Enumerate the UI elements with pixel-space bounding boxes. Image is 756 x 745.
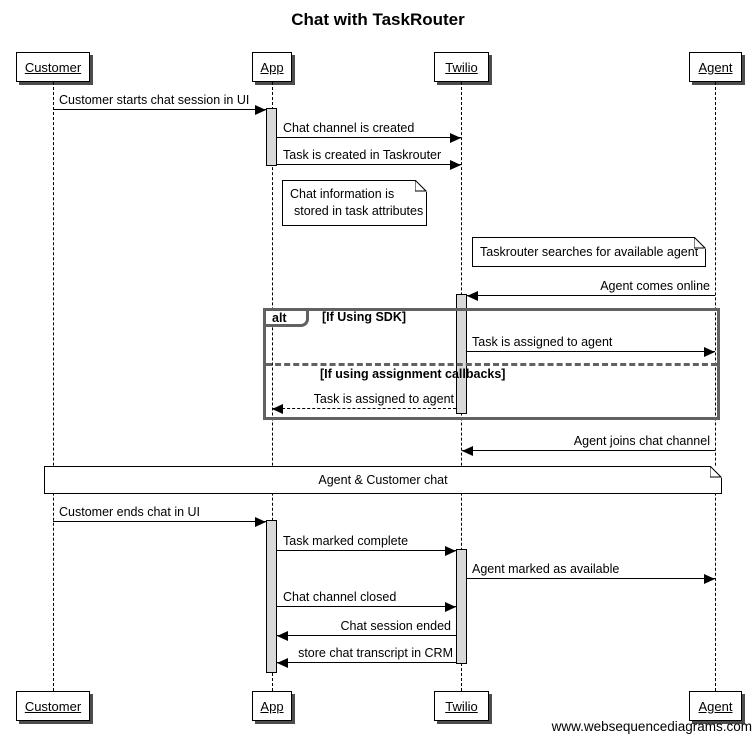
diagram-title: Chat with TaskRouter bbox=[291, 10, 465, 29]
participant-label: Customer bbox=[24, 59, 82, 75]
alt-guard-sdk: [If Using SDK] bbox=[322, 310, 407, 324]
note-fold-icon bbox=[694, 237, 706, 249]
message-9-label: Agent marked as available bbox=[472, 562, 620, 576]
message-2-line bbox=[277, 164, 461, 165]
arrowhead-left-icon bbox=[467, 291, 478, 301]
arrowhead-right-icon bbox=[704, 574, 715, 584]
participant-label: Twilio bbox=[445, 698, 478, 714]
message-4-line bbox=[467, 351, 715, 352]
arrowhead-right-icon bbox=[445, 602, 456, 612]
participant-label: Customer bbox=[24, 698, 82, 714]
note-text: Taskrouter searches for available agent bbox=[480, 245, 699, 259]
message-9-line bbox=[467, 578, 715, 579]
note-fold-icon bbox=[415, 180, 427, 192]
message-11-label: Chat session ended bbox=[340, 619, 452, 633]
arrowhead-left-icon bbox=[277, 631, 288, 641]
alt-frame-divider bbox=[266, 363, 717, 366]
activation-app-2 bbox=[266, 520, 277, 673]
alt-guard-callbacks: [If using assignment callbacks] bbox=[320, 367, 506, 381]
note-text-line-1: Chat information is bbox=[290, 187, 395, 201]
activation-app-1 bbox=[266, 108, 277, 166]
arrowhead-left-icon bbox=[462, 446, 473, 456]
note-taskrouter-searches: Taskrouter searches for available agent bbox=[472, 237, 706, 267]
message-0-label: Customer starts chat session in UI bbox=[59, 93, 250, 107]
message-1-label: Chat channel is created bbox=[283, 121, 415, 135]
lifeline-app bbox=[272, 82, 273, 691]
watermark: www.websequencediagrams.com bbox=[551, 719, 752, 734]
message-7-label: Customer ends chat in UI bbox=[59, 505, 201, 519]
participant-label: Twilio bbox=[445, 59, 478, 75]
participant-agent-top: Agent bbox=[689, 52, 742, 82]
arrowhead-right-icon bbox=[445, 546, 456, 556]
note-text: Agent & Customer chat bbox=[318, 473, 448, 487]
message-4-label: Task is assigned to agent bbox=[472, 335, 613, 349]
participant-label: Agent bbox=[698, 698, 733, 714]
participant-label: App bbox=[260, 698, 284, 714]
message-3-label: Agent comes online bbox=[600, 279, 710, 293]
note-text-line-2: stored in task attributes bbox=[294, 204, 424, 218]
message-6-label: Agent joins chat channel bbox=[573, 434, 710, 448]
arrowhead-right-icon bbox=[704, 347, 715, 357]
message-5-label: Task is assigned to agent bbox=[313, 392, 454, 406]
participant-label: App bbox=[260, 59, 284, 75]
alt-frame bbox=[263, 308, 720, 420]
message-10-label: Chat channel closed bbox=[283, 590, 397, 604]
message-11-line bbox=[277, 635, 456, 636]
lifeline-agent bbox=[715, 82, 716, 691]
message-7-line bbox=[53, 521, 266, 522]
message-6-line bbox=[462, 450, 715, 451]
arrowhead-right-icon bbox=[255, 517, 266, 527]
participant-customer-bottom: Customer bbox=[16, 691, 90, 721]
lifeline-customer bbox=[53, 82, 54, 691]
participant-twilio-top: Twilio bbox=[434, 52, 489, 82]
message-5-line bbox=[272, 408, 456, 409]
arrowhead-right-icon bbox=[450, 160, 461, 170]
message-10-line bbox=[277, 606, 456, 607]
message-12-line bbox=[277, 662, 456, 663]
activation-twilio-2 bbox=[456, 549, 467, 664]
message-12-label: store chat transcript in CRM bbox=[298, 646, 453, 660]
message-8-line bbox=[277, 550, 456, 551]
participant-agent-bottom: Agent bbox=[689, 691, 742, 721]
arrowhead-right-icon bbox=[450, 133, 461, 143]
arrowhead-right-icon bbox=[255, 105, 266, 115]
message-3-line bbox=[467, 295, 715, 296]
arrowhead-left-icon bbox=[272, 404, 283, 414]
note-agent-customer-chat: Agent & Customer chat bbox=[44, 466, 722, 494]
message-8-label: Task marked complete bbox=[283, 534, 409, 548]
participant-app-bottom: App bbox=[252, 691, 292, 721]
participant-twilio-bottom: Twilio bbox=[434, 691, 489, 721]
activation-twilio-1 bbox=[456, 294, 467, 414]
participant-app-top: App bbox=[252, 52, 292, 82]
participant-label: Agent bbox=[698, 59, 733, 75]
arrowhead-left-icon bbox=[277, 658, 288, 668]
note-chat-information: Chat information is stored in task attri… bbox=[282, 180, 427, 226]
participant-customer-top: Customer bbox=[16, 52, 90, 82]
message-1-line bbox=[277, 137, 461, 138]
note-fold-icon bbox=[710, 466, 722, 478]
message-0-line bbox=[53, 109, 266, 110]
message-2-label: Task is created in Taskrouter bbox=[283, 148, 442, 162]
alt-frame-operator-tab: alt bbox=[266, 311, 309, 327]
